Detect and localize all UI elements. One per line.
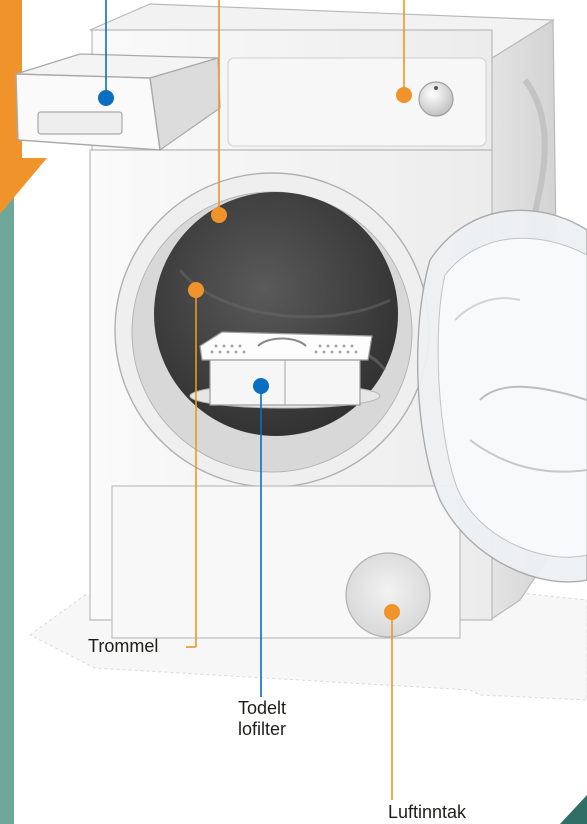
- orange-marker-luftinntak: [384, 604, 400, 620]
- callout-luftinntak: Luftinntak: [388, 802, 466, 823]
- blue-marker-drawer: [98, 90, 114, 106]
- program-knob-mark: [434, 86, 438, 90]
- callout-lofilter-line2: lofilter: [238, 719, 286, 740]
- blue-marker-lofilter: [253, 378, 269, 394]
- lint-filter-lid: [200, 332, 372, 360]
- orange-marker-knob: [396, 87, 412, 103]
- orange-marker-drum-top: [211, 207, 227, 223]
- orange-marker-trommel: [188, 282, 204, 298]
- callout-lofilter-line1: Todelt: [238, 698, 286, 719]
- callout-lofilter: Todelt lofilter: [238, 698, 286, 740]
- teal-side-band: [0, 150, 14, 824]
- callout-trommel: Trommel: [88, 636, 158, 657]
- teal-bottom-corner: [560, 795, 587, 824]
- air-intake-grille: [346, 553, 430, 637]
- drawer-handle: [38, 112, 122, 134]
